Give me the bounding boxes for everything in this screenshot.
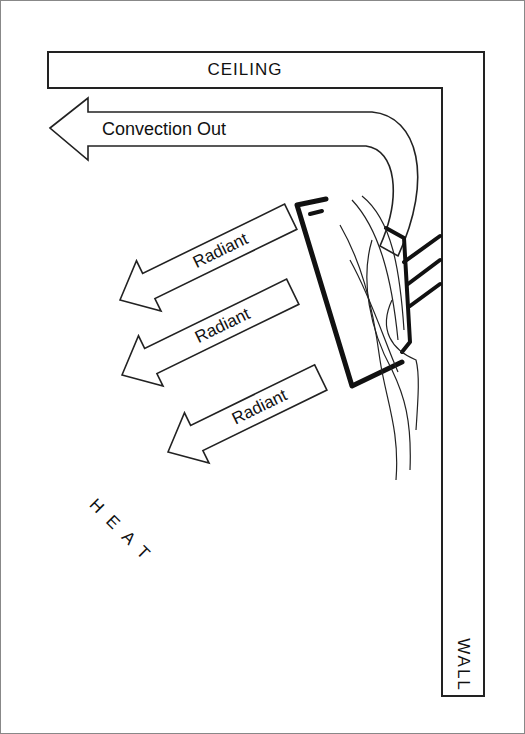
radiant-arrow xyxy=(110,267,305,401)
radiant-arrow xyxy=(156,352,333,477)
convection-arrow-label: Convection Out xyxy=(88,112,366,146)
node-text: WALL xyxy=(453,638,473,692)
node-text: Radiant xyxy=(192,304,253,348)
node-text: Convection Out xyxy=(102,119,226,140)
heat-label: HEAT xyxy=(85,495,161,571)
radiant-arrow-label: Radiant xyxy=(162,365,327,465)
wall-heater xyxy=(297,199,440,386)
ceiling-bar: CEILING xyxy=(48,52,442,88)
ceiling-wall-outline xyxy=(48,52,484,696)
node-text: CEILING xyxy=(207,60,282,80)
node-text: Radiant xyxy=(229,385,290,429)
airflow-lines xyxy=(340,196,418,480)
wall-bar: WALL xyxy=(442,88,484,696)
node-text: Radiant xyxy=(190,229,251,273)
